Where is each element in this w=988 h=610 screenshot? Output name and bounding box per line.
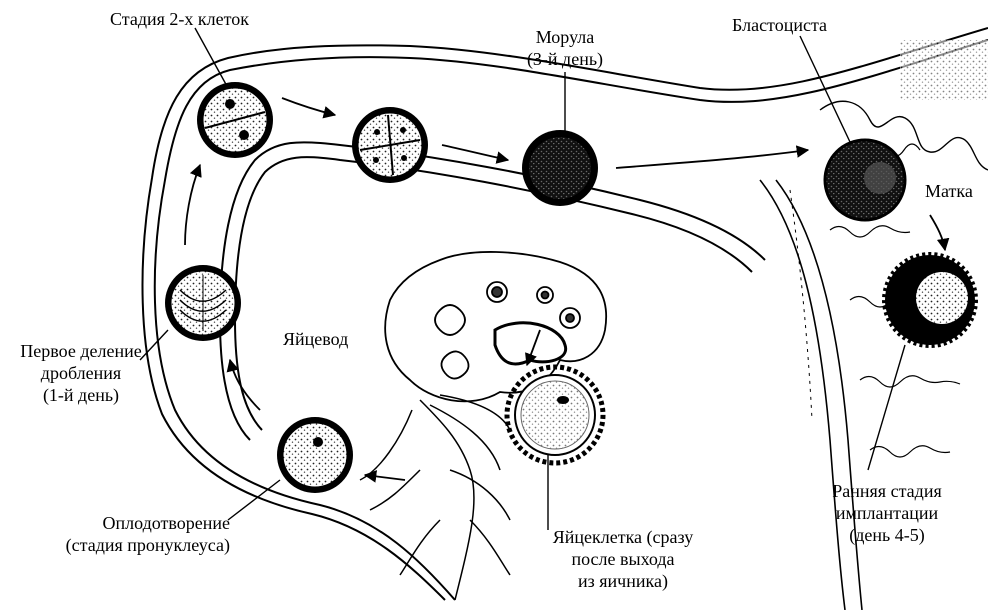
corpus (441, 351, 468, 378)
first-cleavage-stage (165, 265, 241, 341)
arrow (365, 475, 405, 480)
implantation-stage (885, 255, 975, 345)
arrow (616, 150, 808, 168)
arrow (442, 145, 508, 160)
corpus (435, 305, 465, 335)
label-morula: Морула (3-й день) (515, 26, 615, 70)
follicle-core (492, 287, 502, 297)
blastocyst-stage (825, 140, 905, 220)
arrow (930, 215, 945, 250)
label-two-cell-stage: Стадия 2-х клеток (110, 8, 249, 30)
uterine-cavity-shading (900, 40, 988, 100)
label-oviduct: Яйцевод (283, 328, 348, 350)
label-implantation: Ранняя стадия имплантации (день 4-5) (812, 480, 962, 546)
egg-cell (507, 367, 603, 463)
follicle-core (566, 314, 574, 322)
pronucleus-stage (277, 417, 353, 493)
egg-nucleus (557, 396, 569, 404)
egg-cytoplasm (521, 381, 589, 449)
label-egg-cell: Яйцеклетка (сразу после выхода из яичник… (518, 526, 728, 592)
arrow (282, 98, 335, 115)
label-fertilization: Оплодотворение (стадия пронуклеуса) (20, 512, 230, 556)
label-uterus: Матка (925, 180, 973, 202)
arrow (185, 165, 200, 245)
leader-line (868, 345, 905, 470)
leader-line (800, 36, 850, 142)
two-cell-stage (197, 82, 273, 158)
fimbriae (360, 395, 510, 600)
label-blastocyst: Бластоциста (732, 14, 827, 36)
four-cell-stage (352, 107, 428, 183)
follicle-core (542, 292, 549, 299)
morula-stage (522, 130, 598, 206)
label-first-cleavage: Первое деление дробления (1-й день) (6, 340, 156, 406)
